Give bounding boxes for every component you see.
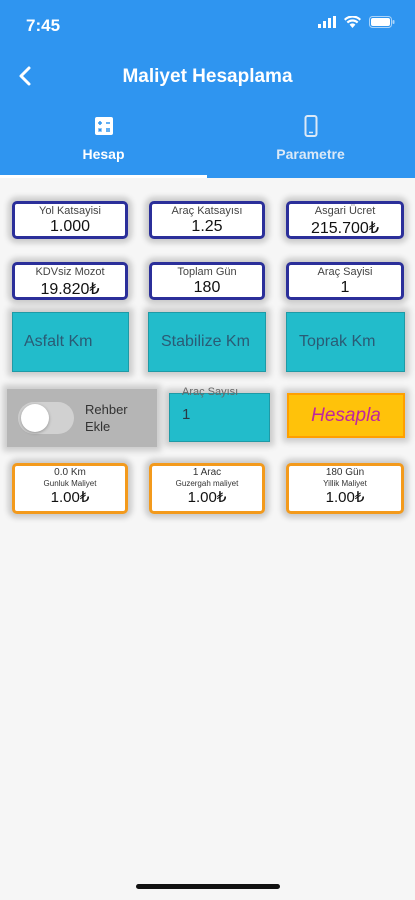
result-top: 0.0 Km xyxy=(54,467,86,478)
param-label: Asgari Ücret xyxy=(314,205,376,217)
switch-knob xyxy=(21,404,49,432)
result-value: 1.00₺ xyxy=(325,489,365,506)
result-value: 1.00₺ xyxy=(187,489,227,506)
rehber-ekle-label: Rehber Ekle xyxy=(85,401,128,435)
calculator-icon xyxy=(94,117,113,135)
tab-parametre[interactable]: Parametre xyxy=(207,114,414,178)
status-icons xyxy=(318,16,395,28)
param-label: Araç Sayisi xyxy=(317,266,373,278)
hesapla-button[interactable]: Hesapla xyxy=(287,393,405,438)
back-chevron-icon[interactable] xyxy=(14,64,38,88)
param-label: KDVsiz Mozot xyxy=(35,266,105,278)
asfalt-km-input[interactable]: Asfalt Km xyxy=(12,312,129,372)
rehber-ekle-label-line1: Rehber xyxy=(85,402,128,417)
result-sub: Guzergah maliyet xyxy=(175,479,239,488)
result-sub: Yillik Maliyet xyxy=(323,479,367,488)
signal-icon xyxy=(318,16,336,28)
active-tab-indicator xyxy=(0,175,207,178)
tab-hesap-label: Hesap xyxy=(82,146,125,162)
phone-icon xyxy=(304,115,317,137)
stabilize-km-input[interactable]: Stabilize Km xyxy=(148,312,266,372)
param-label: Yol Katsayisi xyxy=(39,205,101,217)
param-value: 1.000 xyxy=(49,218,91,235)
status-time: 7:45 xyxy=(26,16,61,35)
param-value: 180 xyxy=(193,279,221,296)
stabilize-km-placeholder: Stabilize Km xyxy=(161,333,250,350)
toprak-km-placeholder: Toprak Km xyxy=(299,333,376,350)
rehber-ekle-label-line2: Ekle xyxy=(85,419,111,434)
tab-parametre-label: Parametre xyxy=(276,146,345,162)
param-toplam-gun[interactable]: Toplam Gün 180 xyxy=(149,262,265,300)
battery-icon xyxy=(369,16,395,28)
param-kdvsiz-mozot[interactable]: KDVsiz Mozot 19.820₺ xyxy=(12,262,128,300)
param-yol-katsayisi[interactable]: Yol Katsayisi 1.000 xyxy=(12,201,128,239)
arac-sayisi-floating-label: Araç Sayısı xyxy=(182,386,239,398)
result-top: 1 Arac xyxy=(192,467,222,478)
toprak-km-input[interactable]: Toprak Km xyxy=(286,312,405,372)
arac-sayisi-value: 1 xyxy=(182,406,191,423)
result-top: 180 Gün xyxy=(325,467,365,478)
tab-hesap[interactable]: Hesap xyxy=(0,114,207,178)
rehber-ekle-toggle-area: Rehber Ekle xyxy=(7,389,157,447)
rehber-ekle-switch[interactable] xyxy=(18,402,74,434)
app-header: 7:45 Maliyet Hesaplama Hesap Parametre xyxy=(0,0,415,178)
param-label: Araç Katsayısı xyxy=(171,205,243,217)
param-asgari-ucret[interactable]: Asgari Ücret 215.700₺ xyxy=(286,201,404,239)
param-value: 1 xyxy=(340,279,350,296)
result-sub: Gunluk Maliyet xyxy=(43,479,97,488)
param-value: 1.25 xyxy=(191,218,223,235)
param-label: Toplam Gün xyxy=(177,266,237,278)
arac-sayisi-input[interactable]: Araç Sayısı 1 xyxy=(169,386,270,442)
result-value: 1.00₺ xyxy=(50,489,90,506)
result-gunluk-maliyet: 0.0 Km Gunluk Maliyet 1.00₺ xyxy=(12,463,128,514)
param-arac-katsayisi[interactable]: Araç Katsayısı 1.25 xyxy=(149,201,265,239)
param-arac-sayisi[interactable]: Araç Sayisi 1 xyxy=(286,262,404,300)
result-yillik-maliyet: 180 Gün Yillik Maliyet 1.00₺ xyxy=(286,463,404,514)
param-value: 215.700₺ xyxy=(310,220,379,237)
page-title: Maliyet Hesaplama xyxy=(122,66,293,87)
param-value: 19.820₺ xyxy=(40,281,100,298)
asfalt-km-placeholder: Asfalt Km xyxy=(24,333,93,350)
wifi-icon xyxy=(344,16,361,28)
home-indicator[interactable] xyxy=(136,884,280,889)
result-guzergah-maliyet: 1 Arac Guzergah maliyet 1.00₺ xyxy=(149,463,265,514)
